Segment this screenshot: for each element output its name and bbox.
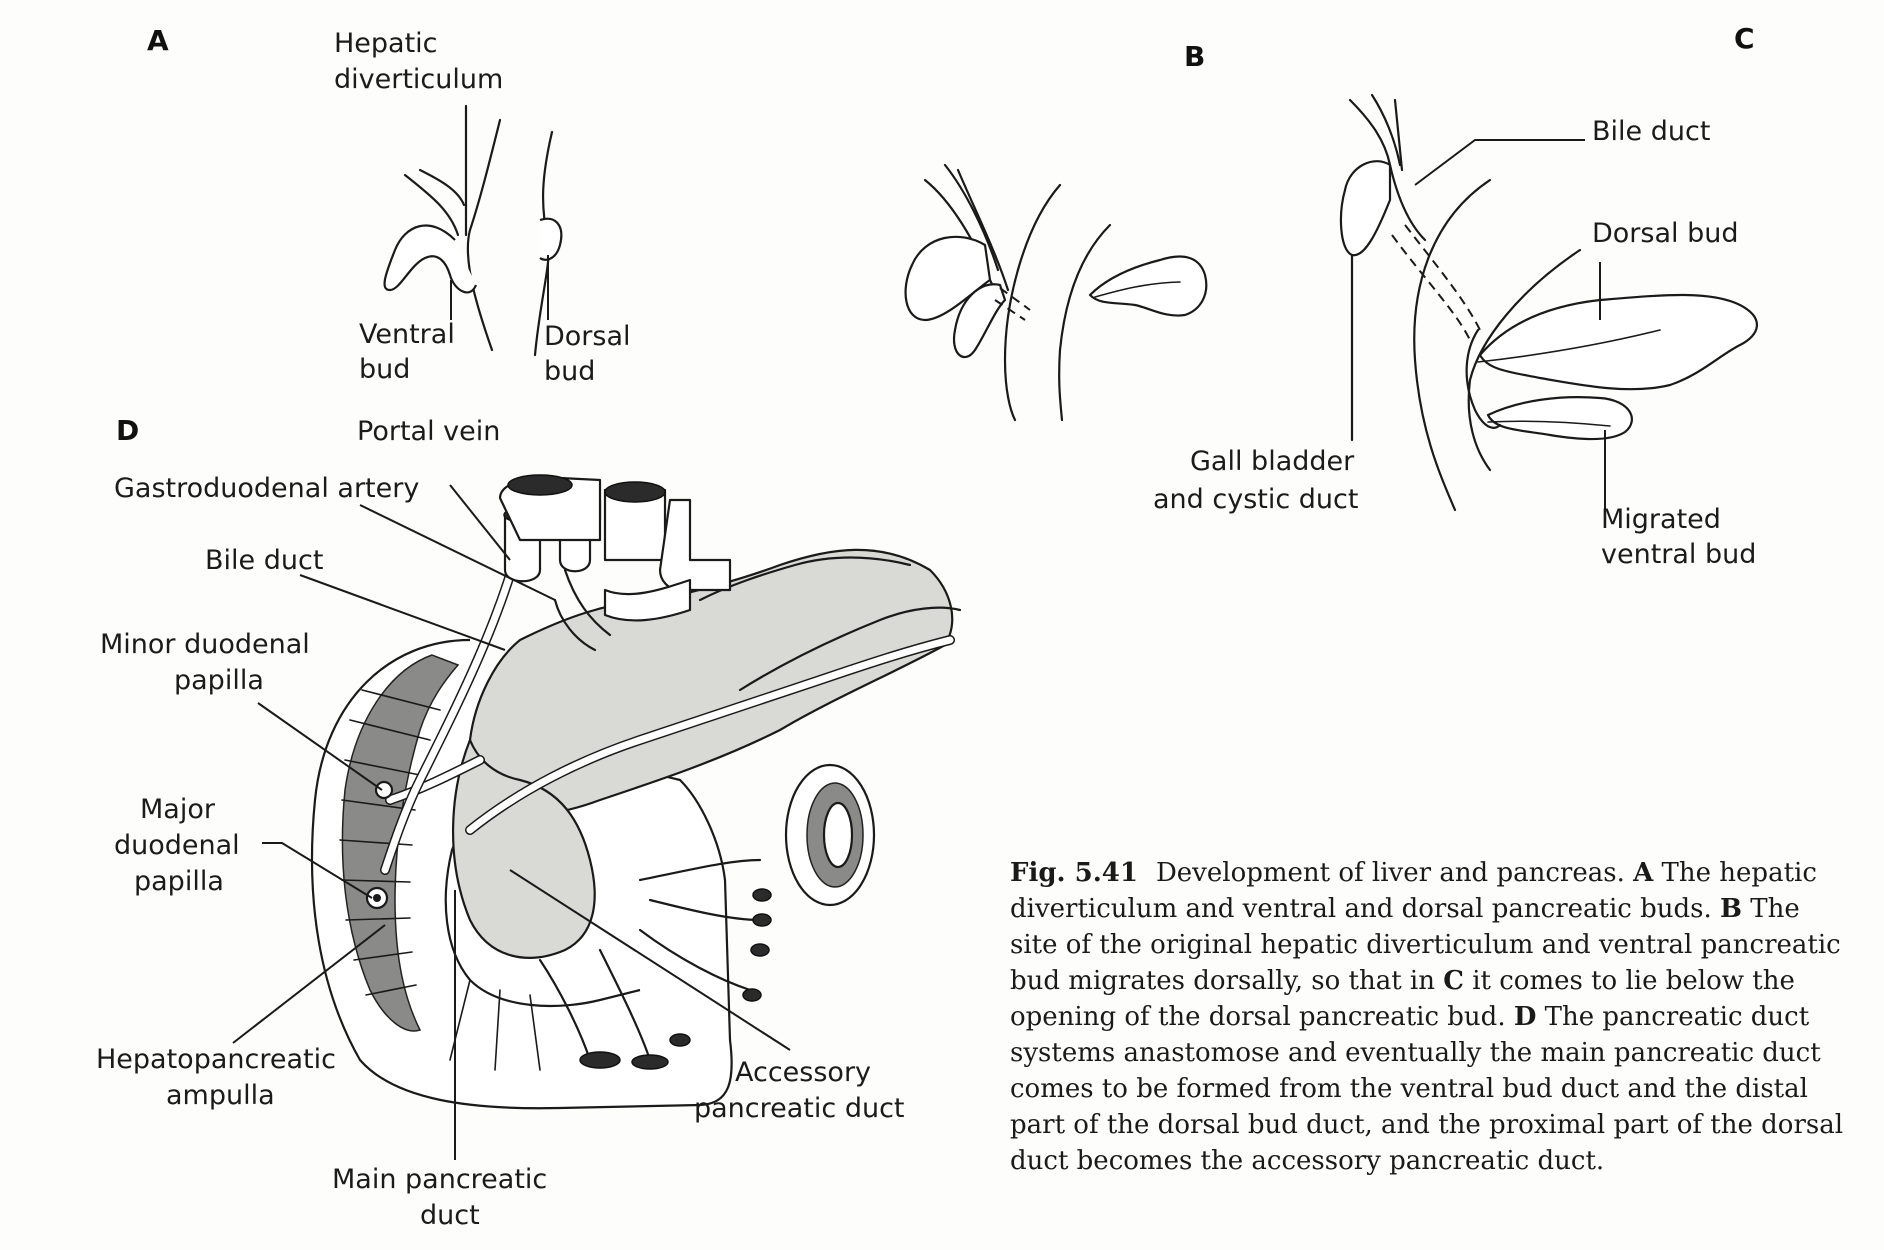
- label-gall-bladder-1: Gall bladder: [1190, 446, 1355, 477]
- label-dorsal-bud-2: bud: [544, 356, 595, 387]
- panel-c-drawing: [1339, 93, 1758, 512]
- label-main-pancreatic-duct-2: duct: [420, 1200, 480, 1231]
- label-major-papilla-3: papilla: [134, 866, 224, 897]
- label-hepatic-diverticulum-1: Hepatic: [334, 28, 438, 59]
- mesenteric-vessels: [449, 858, 772, 1071]
- caption-segment: D: [1513, 1002, 1537, 1032]
- label-gall-bladder-2: and cystic duct: [1153, 484, 1358, 515]
- label-accessory-pancreatic-duct-1: Accessory: [735, 1057, 871, 1088]
- label-ventral-bud-2: bud: [359, 354, 410, 385]
- panel-d-drawing: [232, 474, 962, 1160]
- label-hepatic-diverticulum-2: diverticulum: [334, 64, 503, 95]
- label-migrated-ventral-bud-2: ventral bud: [1601, 539, 1756, 570]
- label-dorsal-bud-1: Dorsal: [544, 321, 631, 352]
- label-c-dorsal-bud: Dorsal bud: [1592, 218, 1739, 249]
- label-minor-papilla-2: papilla: [174, 665, 264, 696]
- caption-segment: The hepatic diverticulum and ventral and…: [1010, 858, 1817, 924]
- caption-figure-number: Fig. 5.41: [1010, 858, 1138, 888]
- duodenal-folds: [339, 654, 460, 1032]
- caption-segment: it comes to lie below the opening of the…: [1010, 966, 1795, 1032]
- panel-b-letter: B: [1184, 40, 1205, 73]
- panel-a-drawing: [383, 104, 563, 357]
- label-major-papilla-1: Major: [140, 794, 216, 825]
- jejunum-ring: [784, 763, 876, 907]
- minor-papilla-dot: [374, 780, 394, 800]
- label-hepatopancreatic-ampulla-2: ampulla: [166, 1080, 275, 1111]
- label-minor-papilla-1: Minor duodenal: [100, 629, 310, 660]
- caption-segment: B: [1720, 894, 1742, 924]
- label-accessory-pancreatic-duct-2: pancreatic duct: [694, 1093, 905, 1124]
- label-gastroduodenal-artery: Gastroduodenal artery: [114, 473, 419, 504]
- panel-a-letter: A: [147, 24, 169, 57]
- caption-segment: The pancreatic duct systems anastomose a…: [1010, 1002, 1844, 1176]
- label-d-bile-duct: Bile duct: [205, 545, 323, 576]
- caption-segment: The site of the original hepatic diverti…: [1010, 894, 1841, 996]
- label-portal-vein: Portal vein: [357, 416, 500, 447]
- label-ventral-bud-1: Ventral: [359, 319, 455, 350]
- label-c-bile-duct: Bile duct: [1592, 116, 1710, 147]
- label-hepatopancreatic-ampulla-1: Hepatopancreatic: [96, 1044, 336, 1075]
- caption-segment: A: [1633, 858, 1654, 888]
- caption-segment: C: [1443, 966, 1464, 996]
- label-major-papilla-2: duodenal: [114, 830, 240, 861]
- figure-caption: Fig. 5.41 Development of liver and pancre…: [1010, 855, 1850, 1179]
- panel-c-letter: C: [1734, 22, 1755, 55]
- panel-d-letter: D: [116, 414, 139, 447]
- panel-d: D: [96, 414, 962, 1231]
- panel-a: A Hepatic diverticulum Ventral bud Dorsa…: [147, 24, 631, 387]
- caption-segment: Development of liver and pancreas.: [1155, 858, 1634, 888]
- label-main-pancreatic-duct-1: Main pancreatic: [332, 1164, 547, 1195]
- panel-c: C Bile duc: [1153, 22, 1758, 570]
- panel-b: B: [904, 40, 1208, 422]
- portal-vessels: [498, 474, 732, 652]
- panel-b-drawing: [904, 163, 1208, 422]
- label-migrated-ventral-bud-1: Migrated: [1601, 504, 1721, 535]
